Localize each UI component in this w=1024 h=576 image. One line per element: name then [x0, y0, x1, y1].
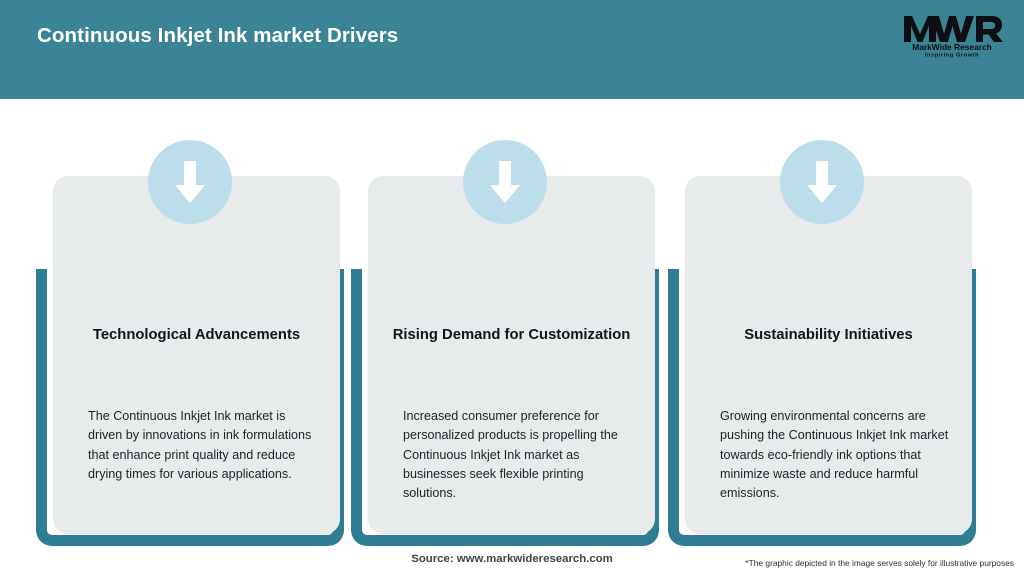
card-title: Rising Demand for Customization: [392, 327, 631, 343]
down-arrow-icon: [148, 140, 232, 224]
card-panel: Technological Advancements The Continuou…: [53, 176, 340, 534]
card-title: Sustainability Initiatives: [744, 327, 913, 343]
logo-svg: MarkWide Research Inspiring Growth: [904, 16, 1003, 59]
card-panel: Sustainability Initiatives Growing envir…: [685, 176, 972, 534]
driver-card-2[interactable]: Rising Demand for Customization Increase…: [345, 99, 665, 549]
card-body-text: The Continuous Inkjet Ink market is driv…: [88, 409, 312, 481]
header-bar: Continuous Inkjet Ink market Drivers Mar…: [0, 0, 1024, 99]
source-label: Source: www.markwideresearch.com: [411, 553, 613, 565]
driver-card-3[interactable]: Sustainability Initiatives Growing envir…: [662, 99, 982, 549]
card-panel: Rising Demand for Customization Increase…: [368, 176, 655, 534]
driver-cards-container: Technological Advancements The Continuou…: [0, 99, 1024, 549]
card-body-text: Growing environmental concerns are pushi…: [720, 409, 949, 501]
page-title: Continuous Inkjet Ink market Drivers: [37, 24, 399, 47]
card-title: Technological Advancements: [92, 327, 301, 343]
markwide-research-logo: MarkWide Research Inspiring Growth: [898, 8, 1006, 58]
down-arrow-icon: [780, 140, 864, 224]
card-body-text: Increased consumer preference for person…: [403, 409, 618, 501]
disclaimer-text: *The graphic depicted in the image serve…: [745, 558, 1014, 568]
driver-card-1[interactable]: Technological Advancements The Continuou…: [30, 99, 350, 549]
svg-text:MarkWide Research: MarkWide Research: [912, 42, 992, 52]
down-arrow-icon: [463, 140, 547, 224]
svg-text:Inspiring Growth: Inspiring Growth: [925, 53, 979, 59]
